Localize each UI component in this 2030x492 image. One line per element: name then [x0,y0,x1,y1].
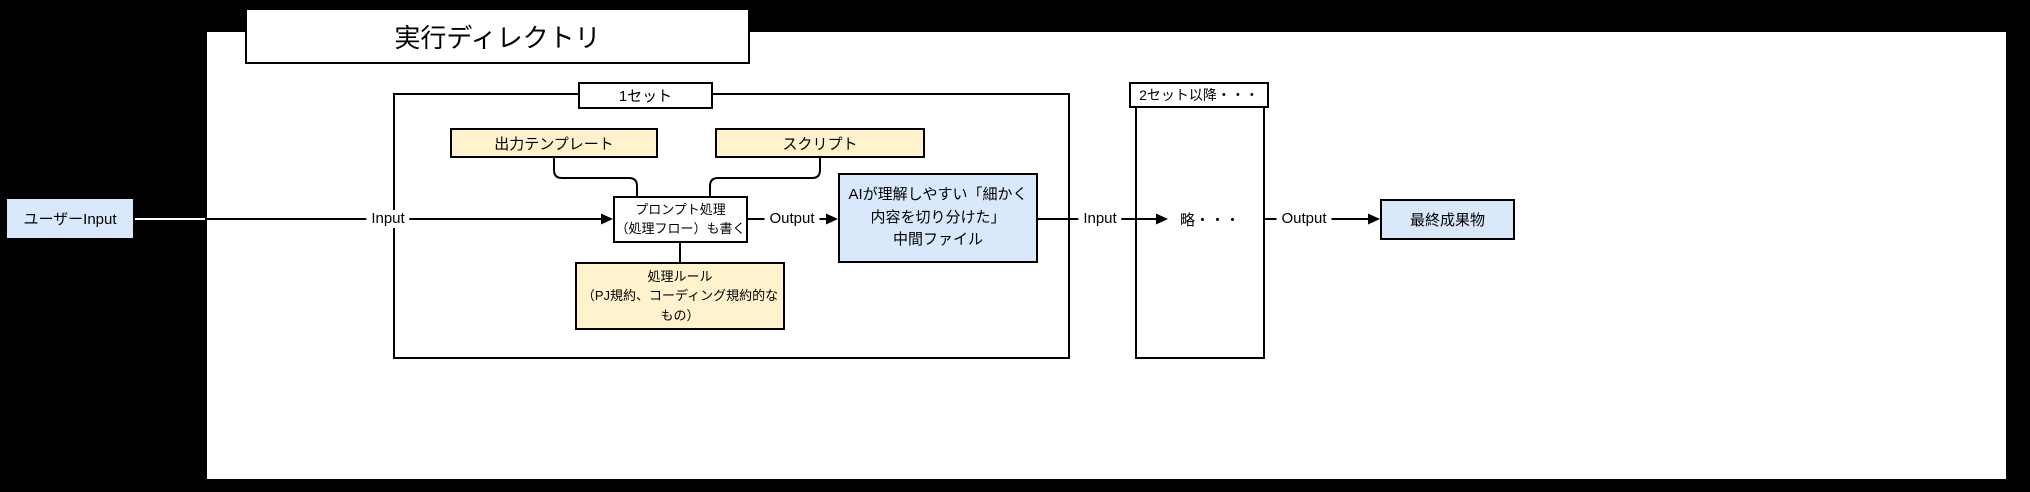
node-final-output: 最終成果物 [1380,199,1515,240]
node-output-template-label: 出力テンプレート [494,135,614,153]
node-intermediate-file-line3: 中間ファイル [892,231,983,249]
diagram-title: 実行ディレクトリ [394,22,601,53]
node-intermediate-file: AIが理解しやすい「細かく 内容を切り分けた」 中間ファイル [838,173,1038,263]
node-intermediate-file-line1: AIが理解しやすい「細かく [848,186,1028,204]
node-final-output-label: 最終成果物 [1409,212,1485,229]
node-prompt-processing-line1: プロンプト処理 [635,202,726,218]
node-processing-rules-line1: 処理ルール [647,268,713,284]
set2-label-box: 2セット以降・・・ [1129,82,1269,108]
edge-label-input2: Input [1078,210,1122,228]
node-abbreviation-label: 略・・・ [1179,211,1240,229]
node-processing-rules-line3: もの） [660,307,700,323]
node-output-template: 出力テンプレート [450,128,658,158]
node-prompt-processing: プロンプト処理 （処理フロー）も書く [613,196,748,243]
node-script: スクリプト [715,128,925,158]
node-processing-rules: 処理ルール （PJ規約、コーディング規約的な もの） [575,262,785,330]
node-script-label: スクリプト [782,135,858,153]
edge-label-output2: Output [1276,210,1332,228]
node-user-input: ユーザーInput [5,197,135,240]
node-abbreviation: 略・・・ [1170,205,1250,233]
node-processing-rules-line2: （PJ規約、コーディング規約的な [581,288,779,304]
execution-directory-container [205,30,2008,481]
set1-label-box: 1セット [578,82,713,109]
node-user-input-label: ユーザーInput [23,211,117,228]
diagram-title-box: 実行ディレクトリ [245,8,750,64]
node-prompt-processing-line2: （処理フロー）も書く [615,220,746,236]
edge-label-input1: Input [366,210,410,228]
edge-label-output1: Output [764,210,820,228]
set2-label: 2セット以降・・・ [1139,87,1259,103]
node-intermediate-file-line2: 内容を切り分けた」 [870,208,1006,226]
set1-label: 1セット [618,88,673,105]
